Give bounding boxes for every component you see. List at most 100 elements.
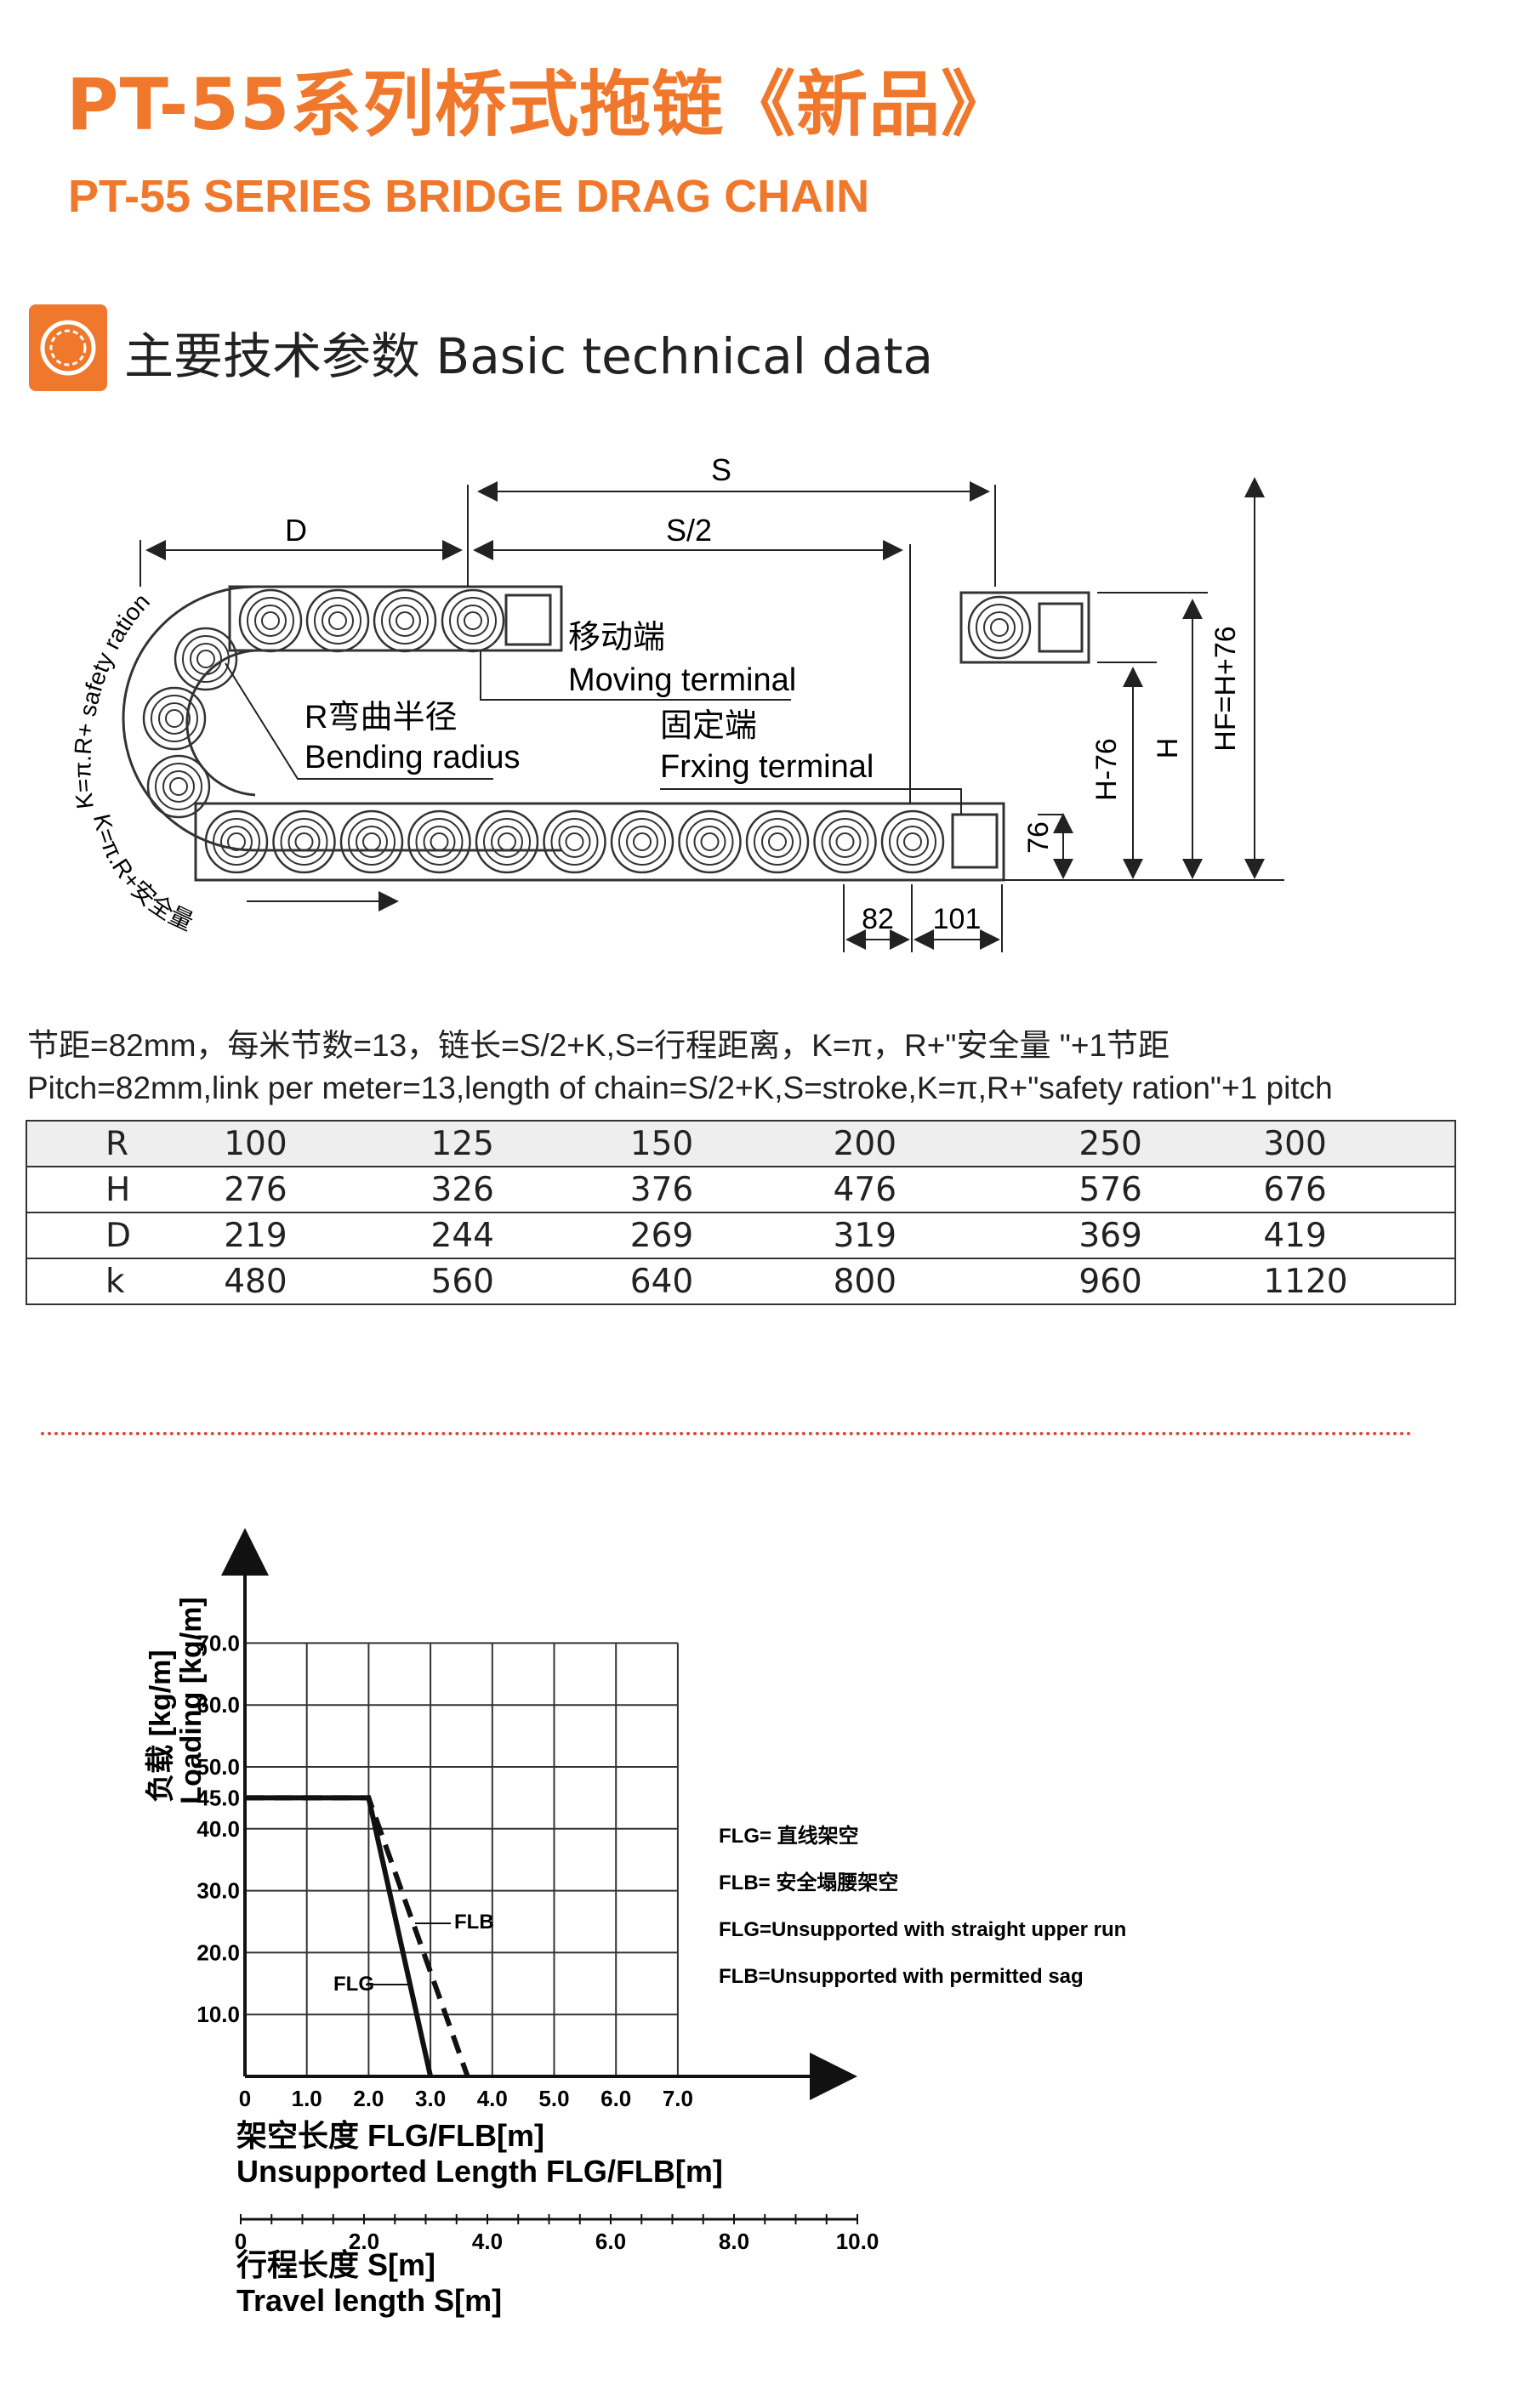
lower-chain-band [194, 802, 1005, 882]
dim-101-label: 101 [933, 903, 982, 935]
chain-link [142, 686, 207, 751]
dim-h76-label: H-76 [1090, 738, 1123, 801]
series-label-flb: FLB [454, 1911, 494, 1934]
chain-link [441, 588, 505, 653]
row-header-cell: R [25, 1120, 225, 1167]
notes-cn: 节距=82mm，每米节数=13，链长=S/2+K,S=行程距离，K=π，R+"安… [27, 1028, 1170, 1063]
fixed-terminal-cn: 固定端 [660, 708, 757, 744]
travel-length-en: Travel length S[m] [236, 2283, 502, 2318]
y-tick-label: 40.0 [196, 1816, 240, 1842]
series-line-flg [245, 1795, 434, 2077]
dim-h-label: H [1152, 738, 1184, 759]
chain-link [813, 809, 877, 874]
x-tick-label: 0 [239, 2086, 251, 2111]
section-divider [41, 1432, 1412, 1435]
right-terminal-box [1038, 602, 1084, 653]
dim-hf-label: HF=H+76 [1209, 626, 1242, 751]
y-axis-label-en: Loading [kg/m] [175, 1597, 208, 1804]
x-tick-label: 7.0 [663, 2086, 693, 2111]
table-cell: 480 [224, 1258, 431, 1305]
chain-link-icon [29, 304, 107, 391]
table-cell: 560 [430, 1258, 630, 1305]
dim-82-label: 82 [862, 903, 894, 935]
table-cell: 269 [629, 1212, 834, 1258]
chain-link [272, 809, 336, 874]
chain-link [475, 809, 539, 874]
table-cell: 219 [224, 1212, 431, 1258]
series-line-flb [245, 1795, 470, 2078]
chain-link [543, 809, 606, 874]
table-cell: 125 [430, 1120, 630, 1167]
x-tick-label: 1.0 [292, 2086, 322, 2111]
chain-link [174, 627, 238, 691]
technical-drawing: S S/2 D 移动端 Moving terminal R弯曲半径 Bendin… [69, 452, 1284, 952]
travel-length-tick-label: 8.0 [719, 2229, 749, 2254]
table-cell: 419 [1255, 1212, 1456, 1258]
upper-chain-band [228, 585, 563, 652]
y-tick-label: 20.0 [196, 1939, 240, 1965]
x-axis-label-cn: 架空长度 FLG/FLB[m] [236, 2118, 544, 2153]
table-cell: 319 [833, 1212, 1079, 1258]
x-tick-label: 5.0 [538, 2086, 569, 2111]
chain-links [142, 588, 1032, 874]
table-cell: 200 [833, 1120, 1079, 1167]
travel-length-cn: 行程长度 S[m] [236, 2247, 435, 2282]
table-cell: 100 [224, 1120, 431, 1167]
chain-link [610, 809, 674, 874]
y-tick-label: 30.0 [196, 1878, 240, 1904]
chain-link [967, 595, 1032, 660]
x-tick-label: 6.0 [600, 2086, 631, 2111]
y-axis-label-cn: 负载 [kg/m] [145, 1650, 177, 1802]
y-tick-label: 60.0 [196, 1692, 240, 1718]
legend-entry-2: FLB= 安全塌腰架空 [719, 1871, 898, 1894]
table-cell: 300 [1255, 1120, 1456, 1167]
fixed-terminal-box [951, 813, 999, 869]
table-cell: 640 [629, 1258, 834, 1305]
bending-radius-cn: R弯曲半径 [304, 700, 457, 735]
moving-terminal-en: Moving terminal [568, 662, 796, 698]
x-tick-label: 2.0 [353, 2086, 384, 2111]
chain-link [305, 588, 370, 653]
chain-outline [122, 585, 561, 852]
dim-76-label: 76 [1022, 821, 1055, 854]
chain-link [373, 588, 437, 653]
moving-terminal-box [504, 593, 552, 646]
legend-entry-4: FLB=Unsupported with permitted sag [719, 1965, 1084, 1988]
arc-safety-label-bottom: K=π.R+安全量 [88, 811, 197, 935]
dim-s-half-label: S/2 [666, 513, 712, 548]
table-cell: 369 [1079, 1212, 1255, 1258]
dim-d-label: D [285, 513, 307, 548]
y-tick-label: 45.0 [196, 1785, 240, 1810]
row-header-cell: k [25, 1258, 225, 1305]
travel-length-tick-label: 0 [235, 2229, 247, 2254]
notes: 节距=82mm，每米节数=13，链长=S/2+K,S=行程距离，K=π，R+"安… [27, 1025, 1333, 1110]
travel-length-tick-label: 10.0 [836, 2229, 879, 2254]
chain-link [745, 809, 810, 874]
bending-radius-en: Bending radius [304, 740, 521, 775]
chain-link [146, 754, 211, 819]
y-tick-label: 10.0 [196, 2002, 240, 2027]
table-cell: 676 [1255, 1166, 1456, 1213]
table-cell: 244 [430, 1212, 630, 1258]
y-tick-label: 50.0 [196, 1754, 240, 1780]
y-tick-label: 70.0 [196, 1630, 240, 1656]
table-cell: 960 [1079, 1258, 1255, 1305]
fixed-terminal-en: Frxing terminal [660, 749, 874, 785]
table-cell: 250 [1079, 1120, 1255, 1167]
page-subtitle: PT-55 SERIES BRIDGE DRAG CHAIN [68, 171, 870, 222]
travel-length-tick-label: 6.0 [595, 2229, 626, 2254]
travel-length-tick-label: 2.0 [349, 2229, 379, 2254]
table-cell: 576 [1079, 1166, 1255, 1213]
x-axis-label-en: Unsupported Length FLG/FLB[m] [236, 2154, 723, 2189]
legend-entry-1: FLG= 直线架空 [719, 1824, 859, 1848]
right-terminal-frame [959, 591, 1090, 664]
page-title: PT-55系列桥式拖链《新品》 [66, 63, 1014, 146]
chain-link [407, 809, 471, 874]
dim-s-label: S [711, 452, 731, 487]
legend-entry-3: FLG=Unsupported with straight upper run [719, 1918, 1126, 1941]
